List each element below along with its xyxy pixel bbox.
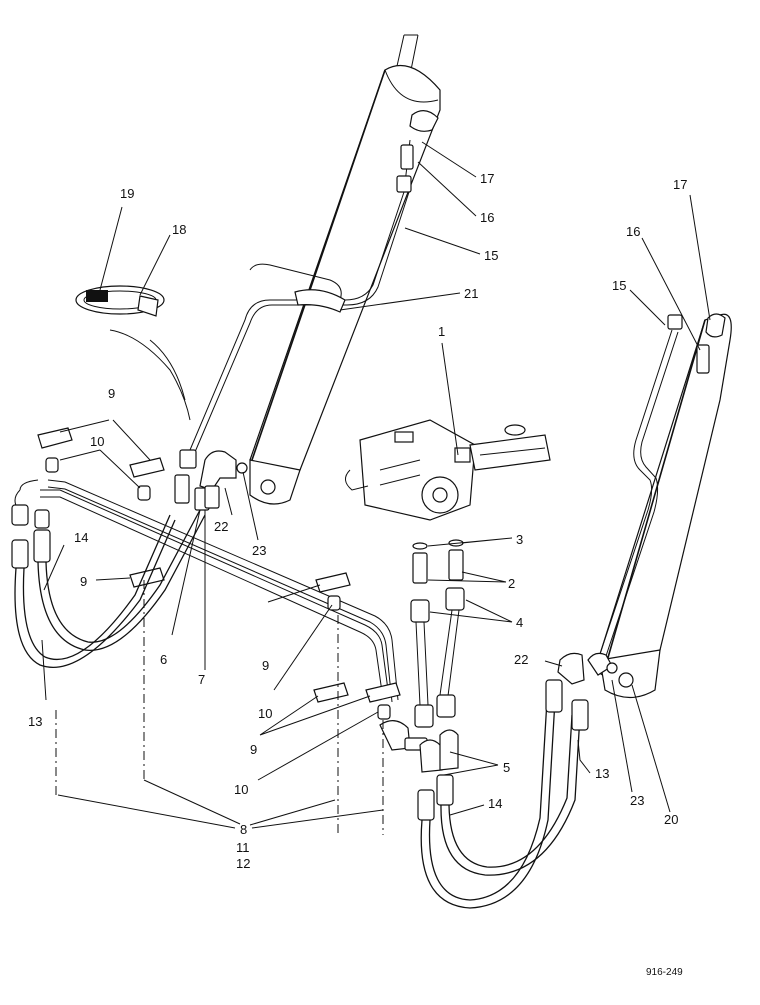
callout-10-mid: 10	[258, 706, 272, 721]
valve-fittings	[410, 539, 465, 728]
callout-22-right: 22	[514, 652, 528, 667]
callout-9-lower: 9	[250, 742, 257, 757]
callout-18: 18	[172, 222, 186, 237]
callout-1: 1	[438, 324, 445, 339]
callout-10-lower: 10	[234, 782, 248, 797]
callout-15-right: 15	[612, 278, 626, 293]
callout-14-right: 14	[488, 796, 502, 811]
callout-19: 19	[120, 186, 134, 201]
callout-9-upper: 9	[108, 386, 115, 401]
left-pipe-assembly	[174, 139, 414, 511]
left-hose-run	[11, 427, 459, 773]
callout-5: 5	[503, 760, 510, 775]
callout-2: 2	[508, 576, 515, 591]
callout-13-right: 13	[595, 766, 609, 781]
right-hose-run	[417, 679, 589, 909]
callout-22-left: 22	[214, 519, 228, 534]
callout-8: 8	[240, 822, 247, 837]
left-lift-cylinder	[249, 34, 441, 505]
leader-lines	[41, 141, 711, 829]
callout-23-right: 23	[630, 793, 644, 808]
callout-17-right: 17	[673, 177, 687, 192]
center-lines	[55, 580, 384, 835]
callout-17-left: 17	[480, 171, 494, 186]
pipe-clamp-21	[294, 289, 346, 313]
callout-9-left: 9	[80, 574, 87, 589]
callout-10-upper: 10	[90, 434, 104, 449]
callout-16-right: 16	[626, 224, 640, 239]
right-elbow-22	[557, 652, 585, 685]
callout-7: 7	[198, 672, 205, 687]
control-valve-1	[345, 419, 551, 521]
callout-6: 6	[160, 652, 167, 667]
callout-20: 20	[664, 812, 678, 827]
callout-labels: 19 18 9 10 14 9 6 7 13 9 10 9 10 8 11 12…	[28, 171, 687, 871]
callout-15-left: 15	[484, 248, 498, 263]
callout-11: 11	[236, 840, 250, 855]
left-elbow-fitting	[199, 450, 248, 509]
callout-23-left: 23	[252, 543, 266, 558]
right-lift-cylinder	[557, 313, 732, 699]
callout-13-left: 13	[28, 714, 42, 729]
callout-12: 12	[236, 856, 250, 871]
callout-16-left: 16	[480, 210, 494, 225]
callout-21: 21	[464, 286, 478, 301]
callout-4: 4	[516, 615, 523, 630]
callout-14-left: 14	[74, 530, 88, 545]
drawing-number: 916-249	[646, 967, 683, 978]
callout-9-mid: 9	[262, 658, 269, 673]
callout-3: 3	[516, 532, 523, 547]
left-adapter-16	[400, 144, 414, 170]
hose-clamp-detail	[75, 285, 191, 421]
